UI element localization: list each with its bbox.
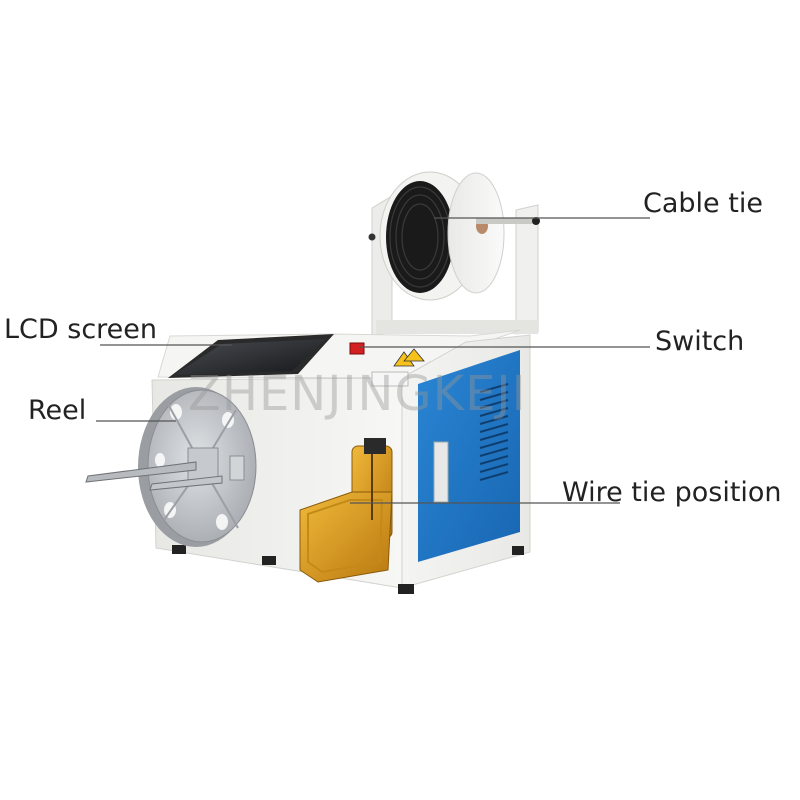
label-wire-tie-position: Wire tie position — [562, 477, 782, 508]
wire-tie-head — [299, 438, 393, 583]
label-lcd-screen: LCD screen — [4, 314, 158, 345]
reel-disc — [85, 387, 257, 547]
label-reel: Reel — [28, 395, 87, 426]
label-switch: Switch — [655, 326, 745, 357]
lcd-screen — [168, 334, 334, 378]
warning-label-icon — [371, 348, 425, 387]
cable-tie-spool — [368, 171, 540, 301]
leader-lines — [96, 217, 650, 504]
vent-grille-icon — [479, 383, 509, 481]
power-switch — [349, 342, 365, 355]
label-cable-tie: Cable tie — [643, 188, 763, 219]
blue-side-panel — [418, 350, 520, 562]
watermark-text: ZHENJINGKEJI — [188, 366, 527, 422]
